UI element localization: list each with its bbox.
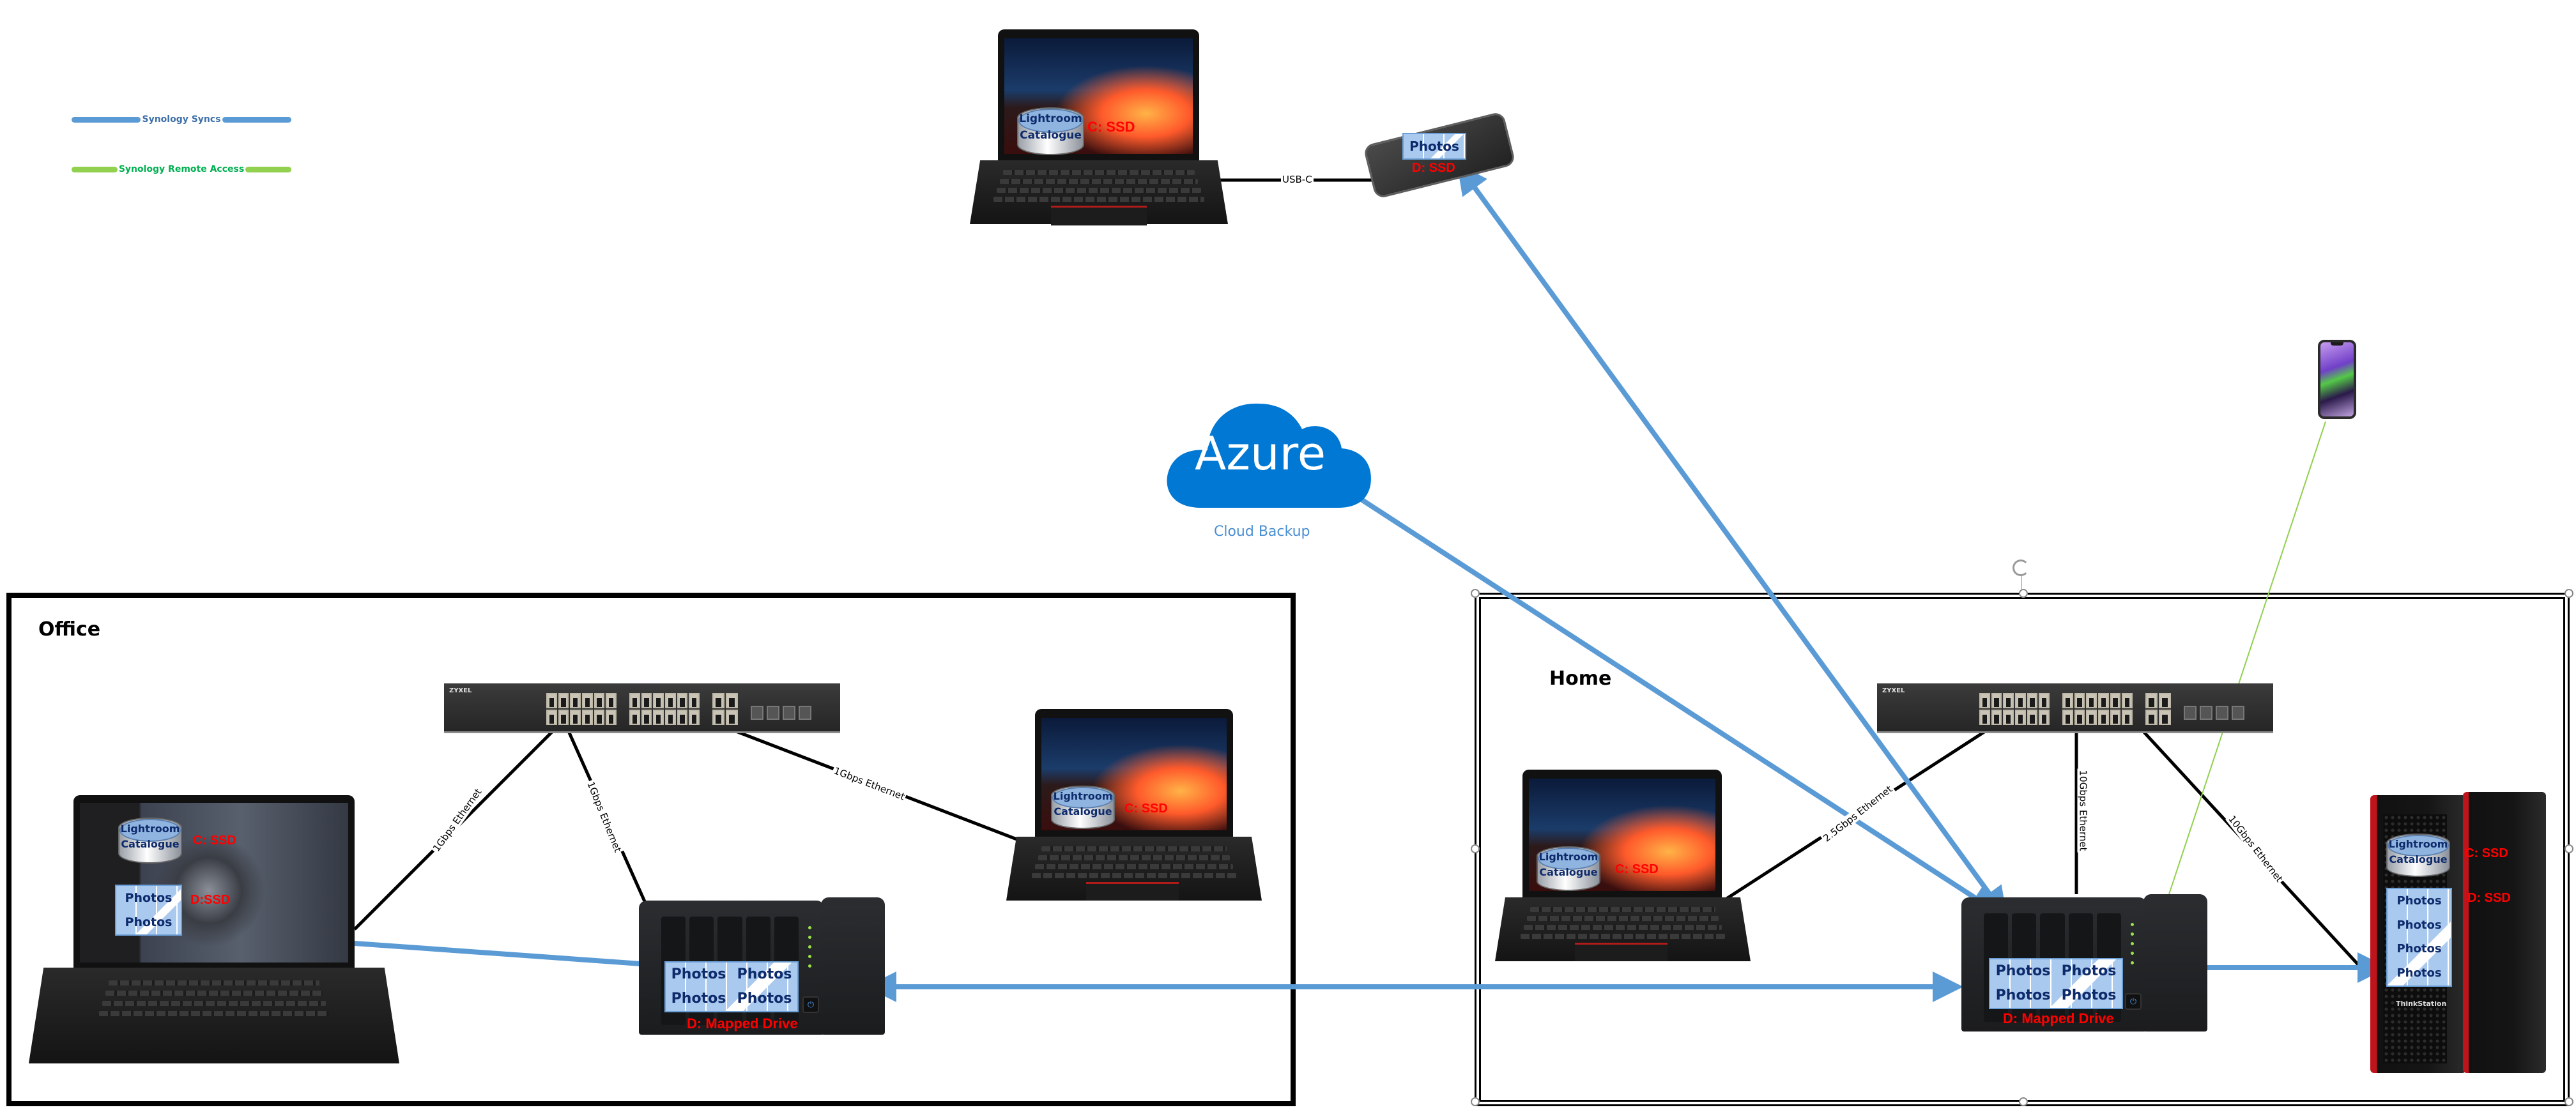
travel-laptop[interactable]: Lightroom Catalogue C: SSD (965, 29, 1233, 227)
office-laptop[interactable]: Lightroom Catalogue C: SSD (1003, 706, 1265, 904)
cloud-icon (1167, 403, 1371, 508)
d-drive-label: D: SSD (1412, 161, 1455, 175)
catalogue-label: Lightroom (1538, 851, 1598, 863)
photos-label: Photos (2396, 894, 2442, 908)
photos-label: Photos (2396, 918, 2442, 932)
resize-handle[interactable] (2019, 589, 2028, 598)
photos-folder-icon: Photos Photos (115, 885, 182, 936)
lightroom-catalogue-icon: Lightroom Catalogue (2386, 834, 2450, 877)
photos-folder-icon: Photos Photos Photos Photos (664, 961, 799, 1012)
d-drive-label: D:SSD (190, 893, 231, 907)
legend-remote: Synology Remote Access (72, 160, 291, 179)
resize-handle[interactable] (2564, 589, 2573, 598)
d-drive-label: D: SSD (2467, 891, 2511, 905)
azure-label: Azure (1195, 427, 1326, 480)
catalogue-label: Lightroom (1053, 790, 1113, 802)
lightroom-catalogue-icon: Lightroom Catalogue (1051, 786, 1115, 829)
home-nas[interactable]: ⏻ Photos Photos Photos Photos D: Mapped … (1958, 888, 2214, 1041)
resize-handle[interactable] (2564, 844, 2573, 853)
resize-handle[interactable] (1471, 1097, 1480, 1106)
catalogue-label: Lightroom (1019, 112, 1082, 125)
cloud-backup-caption: Cloud Backup (1214, 524, 1310, 540)
office-workstation-laptop[interactable]: Lightroom Catalogue C: SSD Photos Photos… (26, 789, 402, 1070)
legend-remote-label: Synology Remote Access (117, 164, 246, 174)
power-icon: ⏻ (802, 996, 819, 1013)
c-drive-label: C: SSD (193, 834, 236, 848)
port-group (712, 693, 738, 725)
c-drive-label: C: SSD (2465, 846, 2508, 860)
workstation-brand: ThinkStation (2396, 1000, 2447, 1008)
photos-folder-icon: Photos Photos Photos Photos (2386, 888, 2452, 987)
smartphone[interactable] (2318, 340, 2356, 419)
legend-remote-line (72, 166, 118, 172)
c-drive-label: C: SSD (1087, 119, 1135, 135)
photos-label: Photos (125, 890, 172, 905)
legend-remote-line (245, 166, 291, 172)
catalogue-label: Catalogue (1539, 866, 1598, 878)
lightroom-catalogue-icon: Lightroom Catalogue (1537, 846, 1600, 891)
office-zone-title: Office (38, 618, 101, 641)
c-drive-label: C: SSD (1615, 862, 1659, 876)
home-laptop[interactable]: Lightroom Catalogue C: SSD (1492, 766, 1754, 968)
power-icon: ⏻ (2125, 993, 2142, 1010)
port-group (629, 693, 700, 725)
photos-label: Photos (737, 991, 792, 1007)
catalogue-label: Catalogue (1020, 129, 1082, 142)
port-group (2062, 693, 2133, 725)
legend-sync: Synology Syncs (72, 110, 292, 129)
photos-label: Photos (2061, 987, 2117, 1003)
mapped-drive-label: D: Mapped Drive (687, 1016, 798, 1031)
port-group (546, 693, 617, 725)
photos-label: Photos (1995, 987, 2051, 1003)
photos-folder-icon: Photos (1402, 133, 1466, 160)
photos-label: Photos (1995, 963, 2051, 979)
catalogue-label: Catalogue (2389, 853, 2448, 865)
ethernet-label: 10Gbps Ethernet (2077, 768, 2089, 853)
resize-handle[interactable] (2564, 1097, 2573, 1106)
port-group (1979, 693, 2050, 725)
photos-label: Photos (737, 966, 792, 982)
photos-label: Photos (2396, 942, 2442, 956)
c-drive-label: C: SSD (1124, 802, 1168, 816)
catalogue-label: Catalogue (121, 838, 180, 850)
photos-label: Photos (125, 915, 172, 929)
photos-label: Photos (2396, 966, 2442, 980)
photos-label: Photos (1409, 139, 1459, 154)
photos-label: Photos (671, 966, 726, 982)
lightroom-catalogue-icon: Lightroom Catalogue (118, 818, 182, 864)
catalogue-label: Lightroom (120, 823, 180, 835)
phone-notch (2330, 342, 2344, 346)
office-nas[interactable]: ⏻ Photos Photos Photos Photos D: Mapped … (636, 891, 891, 1044)
home-workstation[interactable]: ThinkStation Lightroom Catalogue C: SSD … (2364, 789, 2556, 1079)
switch-brand: ZYXEL (1882, 687, 1905, 694)
legend-sync-label: Synology Syncs (141, 114, 222, 125)
mapped-drive-label: D: Mapped Drive (2003, 1010, 2114, 1026)
resize-handle[interactable] (2019, 1097, 2028, 1106)
remote-access-link (2168, 421, 2326, 895)
photos-folder-icon: Photos Photos Photos Photos (1989, 958, 2123, 1009)
sync-link-home-nas-azure (1353, 492, 2001, 915)
port-group (2145, 693, 2171, 725)
catalogue-label: Catalogue (1054, 805, 1112, 818)
switch-brand: ZYXEL (449, 687, 472, 694)
sync-link-home-nas-ssd (1457, 163, 2007, 918)
usb-c-label: USB-C (1281, 174, 1314, 185)
rotate-handle-icon[interactable] (2012, 560, 2029, 576)
home-network-switch[interactable]: ZYXEL (1877, 683, 2273, 733)
legend-sync-line (222, 116, 292, 123)
office-network-switch[interactable]: ZYXEL (444, 683, 840, 733)
rotate-handle-stem (2021, 576, 2022, 590)
lightroom-catalogue-icon: Lightroom Catalogue (1017, 107, 1084, 155)
photos-label: Photos (671, 991, 726, 1007)
legend-sync-line (72, 116, 141, 123)
azure-cloud[interactable]: Azure (1163, 390, 1374, 511)
external-ssd[interactable]: Photos D: SSD (1358, 110, 1517, 200)
catalogue-label: Lightroom (2388, 838, 2448, 850)
office-zone[interactable] (6, 593, 1296, 1106)
photos-label: Photos (2061, 963, 2117, 979)
